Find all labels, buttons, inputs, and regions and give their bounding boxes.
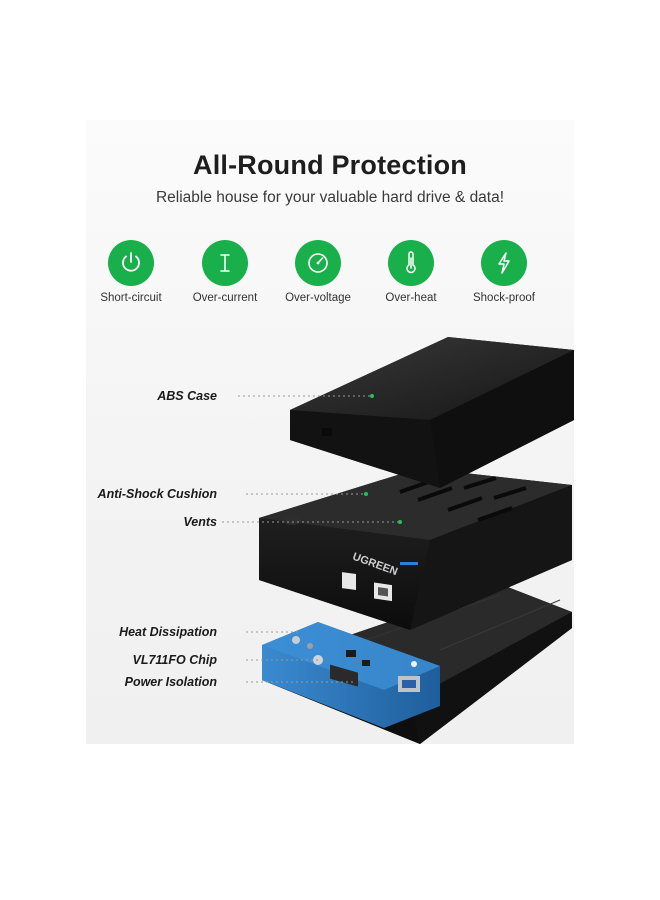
callout-heat-dissipation: Heat Dissipation [119,625,217,639]
feature-label: Short-circuit [100,292,162,304]
callout-abs-case: ABS Case [157,389,217,403]
feature-label: Over-heat [385,292,437,304]
abs-case-lid [290,337,574,488]
callout-anti-shock-cushion: Anti-Shock Cushion [97,487,217,501]
power-icon [108,240,154,286]
current-icon [202,240,248,286]
lightning-icon [481,240,527,286]
feature-row: Short-circuit Over-current Over-voltage … [0,240,660,310]
callout-power-isolation: Power Isolation [124,675,217,689]
page-title: All-Round Protection [193,150,467,180]
callout-chip: VL711FO Chip [132,653,217,667]
feature-label: Shock-proof [472,292,535,304]
gauge-icon [295,240,341,286]
callout-leaders [222,395,400,683]
feature-short-circuit: Short-circuit [81,240,181,304]
feature-shock-proof: Shock-proof [454,240,554,304]
pcb-board [262,622,440,728]
feature-over-heat: Over-heat [361,240,461,304]
feature-label: Over-voltage [285,292,351,304]
callout-vents: Vents [183,515,217,529]
callout-dots [364,394,402,524]
feature-label: Over-current [192,292,258,304]
thermometer-icon [388,240,434,286]
feature-over-voltage: Over-voltage [268,240,368,304]
page-subtitle: Reliable house for your valuable hard dr… [155,189,505,206]
feature-over-current: Over-current [175,240,275,304]
